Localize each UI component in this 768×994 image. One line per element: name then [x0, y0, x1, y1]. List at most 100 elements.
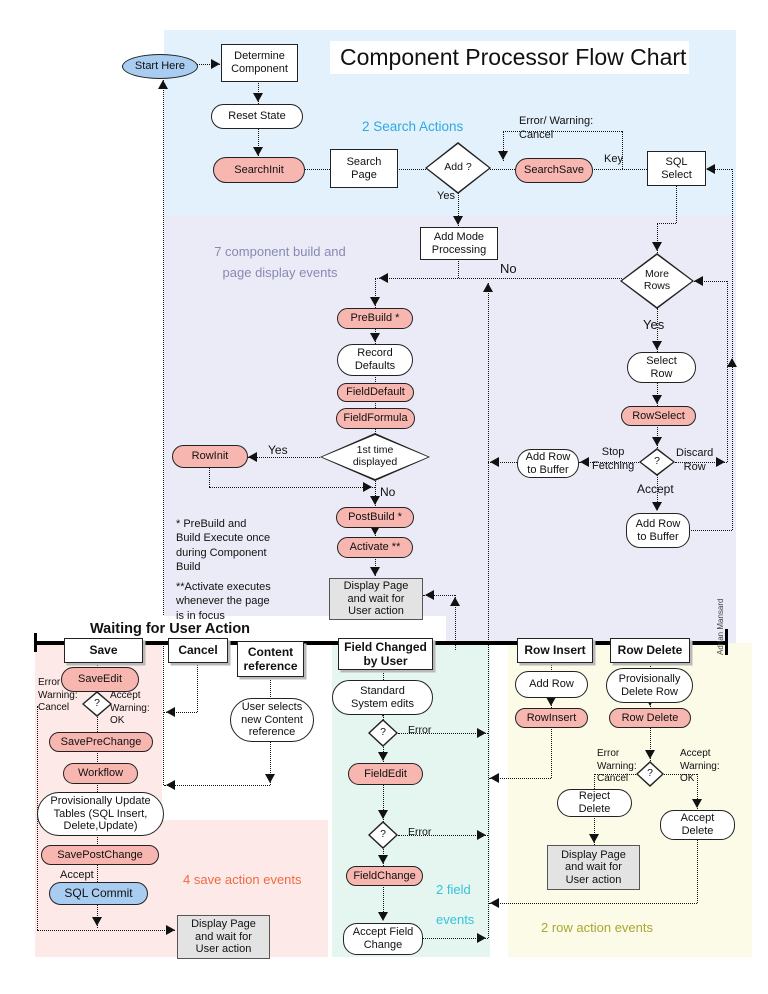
arrow-left-icon [166, 707, 175, 717]
reset-state-step: Reset State [211, 104, 303, 129]
connector [688, 530, 732, 531]
arrow-down-icon [370, 496, 380, 505]
timeline-left-cap [34, 633, 37, 652]
accept-warning-ok-save-label: Accept Warning: OK [110, 690, 150, 726]
provisionally-update-step: Provisionally Update Tables (SQL Insert,… [37, 792, 164, 836]
arrow-left-icon [706, 164, 715, 174]
arrow-down-icon [378, 752, 388, 761]
arrow-up-icon [158, 80, 168, 89]
saveedit-event: SaveEdit [61, 667, 139, 692]
arrow-down-icon [370, 297, 380, 306]
arrow-left-icon [166, 780, 175, 790]
connector [303, 169, 330, 170]
connector [704, 169, 732, 170]
arrow-left-icon [580, 457, 589, 467]
connector [622, 131, 623, 169]
rowdelete-event: Row Delete [609, 708, 691, 728]
connector [398, 835, 488, 836]
fieldformula-event: FieldFormula [336, 408, 415, 429]
arrow-down-icon [453, 216, 463, 225]
arrow-left-icon [248, 452, 257, 462]
fetch-decision: ? [639, 448, 675, 476]
row-delete-column-header: Row Delete [610, 638, 690, 663]
prebuild-note: * PreBuild and Build Execute once during… [176, 518, 271, 573]
arrow-left-icon [490, 898, 499, 908]
connector [197, 661, 198, 712]
error-1-label: Error [408, 724, 432, 736]
component-events-label: 7 component build and page display event… [214, 244, 346, 281]
connector [579, 462, 639, 463]
waiting-label-patch [78, 616, 446, 642]
no-more-rows-label: No [500, 261, 517, 276]
arrow-up-icon [727, 358, 737, 367]
arrow-right-icon [363, 482, 372, 492]
arrow-down-icon [92, 917, 102, 926]
arrow-down-icon [645, 750, 655, 759]
connector [503, 131, 622, 132]
connector [209, 487, 375, 488]
save-column-header: Save [64, 638, 143, 663]
yes-more-rows-label: Yes [643, 317, 665, 332]
activate-event: Activate ** [337, 537, 413, 558]
connector [657, 223, 676, 224]
connector [488, 283, 489, 938]
first-time-displayed-decision: 1st time displayed [320, 433, 430, 481]
timeline-right-cap [725, 629, 728, 655]
arrow-left-icon [379, 273, 388, 283]
arrow-down-icon [370, 567, 380, 576]
arrow-right-icon [211, 59, 220, 69]
arrow-down-icon [652, 437, 662, 446]
prebuild-event: PreBuild * [337, 308, 413, 329]
key-label: Key [604, 153, 623, 165]
no-first-time-label: No [380, 485, 396, 499]
determine-component-step: Determine Component [221, 44, 298, 82]
savepostchange-event: SavePostChange [41, 845, 159, 865]
fieldedit-event: FieldEdit [348, 763, 423, 785]
record-defaults-step: Record Defaults [337, 344, 413, 376]
row-insert-column-header: Row Insert [517, 638, 593, 663]
add-row-to-buffer-left-step: Add Row to Buffer [517, 449, 579, 478]
arrow-left-icon [490, 773, 499, 783]
add-decision: Add ? [425, 142, 491, 194]
connector [675, 462, 727, 463]
field-events-label: 2 field events [436, 882, 475, 927]
connector [248, 457, 320, 458]
error-warning-cancel-delete-label: Error Warning: Cancel [597, 748, 637, 784]
connector [727, 281, 728, 462]
arrow-down-icon [692, 799, 702, 808]
delete-decision: ? [636, 761, 664, 787]
arrow-down-icon [652, 341, 662, 350]
discard-row-label: Discard Row [676, 447, 714, 473]
arrow-down-icon [253, 147, 263, 156]
connector [676, 184, 677, 223]
activate-note: **Activate executes whenever the page is… [176, 581, 271, 622]
connector [489, 778, 551, 779]
arrow-down-icon [652, 242, 662, 251]
cancel-column-header: Cancel [168, 638, 228, 663]
sql-commit-step: SQL Commit [49, 882, 148, 905]
connector [37, 930, 175, 931]
save-events-label: 4 save action events [183, 872, 302, 887]
arrow-down-icon [652, 502, 662, 511]
search-actions-label: 2 Search Actions [362, 119, 464, 134]
author-credit: Adrian Mansard [716, 598, 725, 655]
arrow-right-icon [477, 933, 486, 943]
connector [164, 712, 197, 713]
fielddefault-event: FieldDefault [337, 383, 414, 402]
error-warning-cancel-save-label: Error Warning: Cancel [38, 677, 78, 713]
rowselect-event: RowSelect [621, 406, 696, 426]
accept-warning-ok-delete-label: Accept Warning: OK [680, 748, 720, 784]
arrow-down-icon [498, 151, 508, 160]
yes-add-label: Yes [437, 190, 455, 202]
searchsave-event: SearchSave [515, 158, 593, 183]
connector [423, 595, 455, 596]
accept-fetch-label: Accept [637, 482, 674, 496]
arrow-right-icon [166, 925, 175, 935]
arrow-left-icon [490, 457, 499, 467]
search-page-step: Search Page [330, 149, 398, 188]
connector [163, 80, 164, 785]
add-row-step: Add Row [515, 671, 588, 698]
row-events-label: 2 row action events [541, 920, 654, 935]
arrow-down-icon [253, 93, 263, 102]
